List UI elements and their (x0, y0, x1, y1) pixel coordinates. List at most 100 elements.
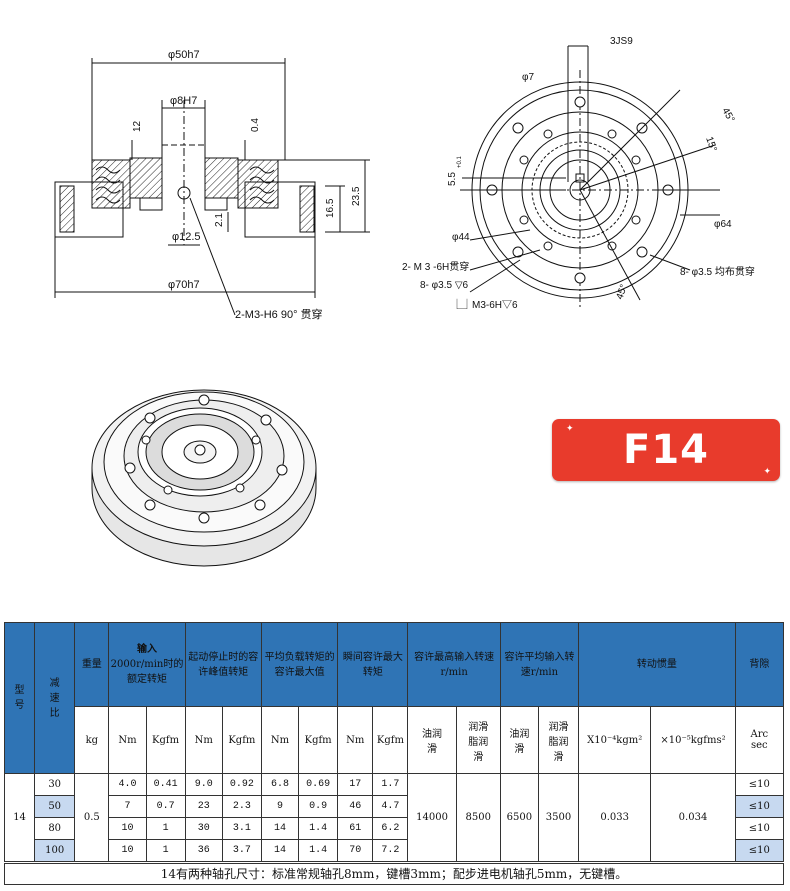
header-inertia: 转动惯量 (578, 622, 736, 707)
rated-nm: 10 (108, 839, 147, 862)
dim-5-5: 5.5 (447, 172, 458, 186)
sparkle-icon: ✦ (566, 424, 575, 434)
peak-nm: 30 (184, 817, 223, 840)
peak-kgfm: 3.7 (221, 839, 262, 862)
peak-kgfm: 0.92 (221, 773, 262, 796)
backlash-value: ≤10 (734, 839, 785, 862)
peak-kgfm: 3.1 (221, 817, 262, 840)
dim-64-diameter: φ64 (714, 219, 732, 230)
table-row-ratio: 30 (34, 773, 76, 796)
shaft-bore-note: 14有两种轴孔尺寸：标准常规轴孔8mm，键槽3mm；配步进电机轴孔5mm，无键槽… (4, 863, 784, 885)
dim-7-diameter: φ7 (522, 72, 534, 83)
dim-44-diameter: φ44 (452, 232, 470, 243)
front-view (460, 45, 720, 310)
callout-m3-6h-depth: ⎿⏌M3-6H▽6 (452, 298, 518, 311)
header-ratio: 减速比 (34, 622, 76, 774)
max-speed-grease: 8500 (455, 773, 501, 862)
header-peak-torque: 起动停止时的容许峰值转矩 (184, 622, 262, 707)
unit-grease: 润滑脂润滑 (537, 706, 580, 774)
avg-speed-grease: 3500 (537, 773, 580, 862)
dim-12-5: φ12.5 (172, 231, 201, 243)
unit-nm: Nm (337, 706, 374, 774)
inst-nm: 61 (337, 817, 374, 840)
dim-bore-diameter: φ8H7 (170, 95, 197, 107)
inst-nm: 17 (337, 773, 374, 796)
table-row-ratio: 80 (34, 817, 76, 840)
model-value: 14 (3, 773, 36, 862)
inst-nm: 70 (337, 839, 374, 862)
unit-inertia-2: ×10⁻⁵kgfms² (650, 706, 736, 774)
dim-12: 12 (132, 120, 143, 132)
dim-15-angle: 15° (703, 135, 719, 153)
avg-nm: 9 (260, 795, 300, 818)
unit-arcsec: Arc sec (734, 706, 785, 774)
sparkle-icon: ✦ (763, 467, 772, 477)
rated-kgfm: 0.7 (145, 795, 186, 818)
rated-nm: 7 (108, 795, 147, 818)
header-avg-speed: 容许平均输入转速r/min (499, 622, 580, 707)
dim-04: 0.4 (250, 118, 261, 132)
unit-kgfm: Kgfm (221, 706, 262, 774)
inst-nm: 46 (337, 795, 374, 818)
spec-table: 型号 减速比 重量 输入 2000r/min时的额定转矩 起动停止时的容许峰值转… (3, 622, 785, 862)
callout-3-5-through: 8- φ3.5 均布贯穿 (680, 265, 755, 278)
rated-nm: 10 (108, 817, 147, 840)
avg-nm: 6.8 (260, 773, 300, 796)
backlash-value: ≤10 (734, 795, 785, 818)
dim-45-upper: 45° (719, 106, 736, 125)
header-weight: 重量 (74, 622, 110, 707)
isometric-render (91, 389, 317, 567)
header-rated-torque: 输入 2000r/min时的额定转矩 (108, 622, 186, 707)
peak-nm: 23 (184, 795, 223, 818)
avg-kgfm: 1.4 (298, 817, 339, 840)
unit-inertia-1: X10⁻⁴kgm² (578, 706, 652, 774)
peak-kgfm: 2.3 (221, 795, 262, 818)
unit-nm: Nm (108, 706, 147, 774)
dim-3js9: 3JS9 (610, 36, 633, 47)
front-view-labels: 3JS9 φ7 45° 15° 5.5 +0.1 φ44 φ64 2- M 3 … (402, 36, 755, 311)
header-max-speed: 容许最高输入转速r/min (407, 622, 501, 707)
model-badge: ✦ ✦ F14 (552, 419, 780, 481)
header-input: 输入 (137, 644, 158, 655)
inst-kgfm: 6.2 (372, 817, 409, 840)
callout-3-5-depth: 8- φ3.5 ▽6 (420, 280, 469, 291)
inst-kgfm: 4.7 (372, 795, 409, 818)
table-row-ratio: 50 (34, 795, 76, 818)
unit-kgfm: Kgfm (372, 706, 409, 774)
avg-kgfm: 1.4 (298, 839, 339, 862)
unit-oil: 油润滑 (407, 706, 457, 774)
dim-45-lower: 45° (614, 283, 630, 301)
unit-nm: Nm (260, 706, 300, 774)
dim-outer-diameter: φ50h7 (168, 49, 200, 61)
unit-kgfm: Kgfm (145, 706, 186, 774)
unit-nm: Nm (184, 706, 223, 774)
table-row-ratio: 100 (34, 839, 76, 862)
avg-kgfm: 0.9 (298, 795, 339, 818)
unit-kg: kg (74, 706, 110, 774)
avg-kgfm: 0.69 (298, 773, 339, 796)
dim-5-5-tolerance: +0.1 (457, 155, 463, 168)
callout-m3-6h: 2- M 3 -6H贯穿 (402, 260, 469, 273)
inst-kgfm: 1.7 (372, 773, 409, 796)
unit-kgfm: Kgfm (298, 706, 339, 774)
rated-nm: 4.0 (108, 773, 147, 796)
peak-nm: 9.0 (184, 773, 223, 796)
header-avg-torque: 平均负载转矩的容许最大值 (260, 622, 339, 707)
weight-value: 0.5 (74, 773, 110, 862)
header-model: 型号 (3, 622, 36, 774)
technical-drawing: φ50h7 φ8H7 12 0.4 2.1 φ12.5 16.5 23.5 φ7… (54, 36, 755, 567)
model-badge-label: F14 (623, 427, 709, 473)
header-instant-torque: 瞬间容许最大转矩 (337, 622, 409, 707)
dim-70-diameter: φ70h7 (168, 279, 200, 291)
peak-nm: 36 (184, 839, 223, 862)
avg-nm: 14 (260, 817, 300, 840)
rated-kgfm: 1 (145, 839, 186, 862)
inertia-value-2: 0.034 (650, 773, 736, 862)
header-rated-torque-label: 2000r/min时的额定转矩 (110, 659, 184, 685)
avg-speed-oil: 6500 (499, 773, 539, 862)
header-backlash: 背隙 (734, 622, 785, 707)
backlash-value: ≤10 (734, 773, 785, 796)
dim-23-5: 23.5 (351, 186, 362, 206)
unit-oil: 油润滑 (499, 706, 539, 774)
unit-grease: 润滑脂润滑 (455, 706, 501, 774)
